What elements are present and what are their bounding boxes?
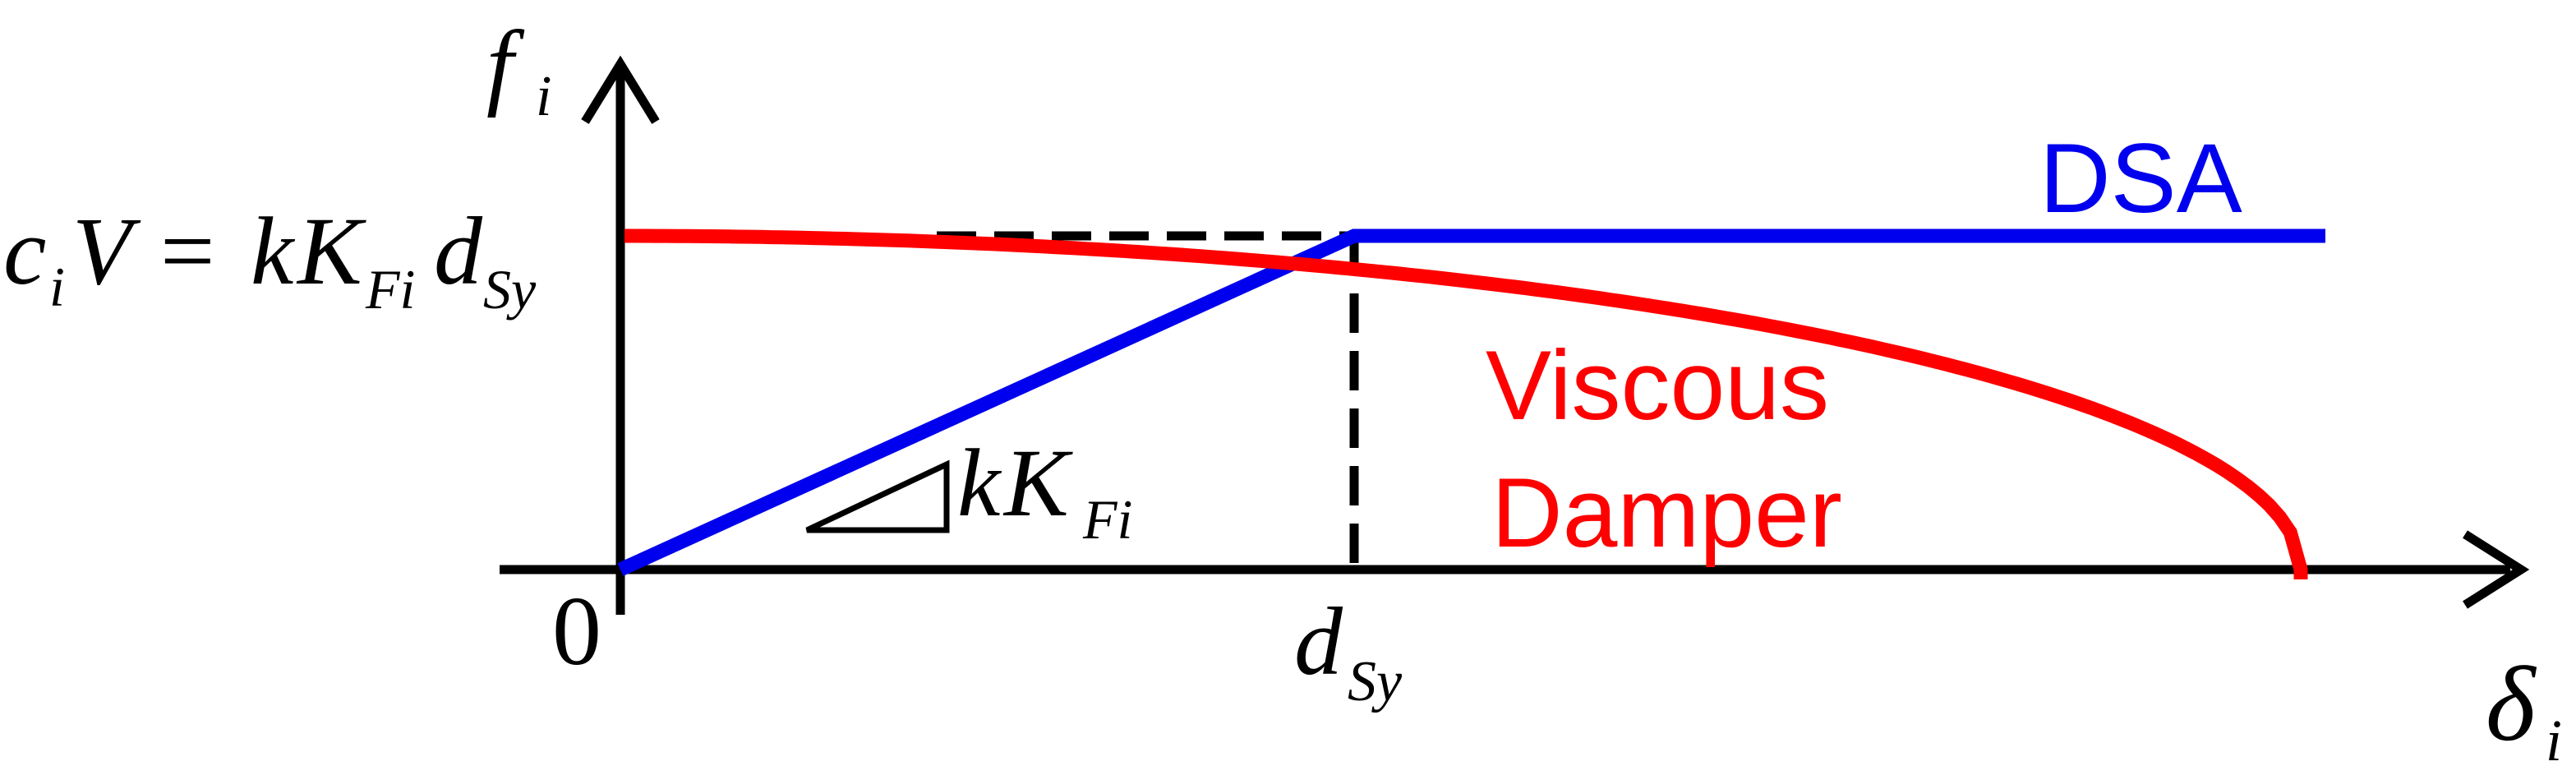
svg-text:Fi: Fi: [1082, 488, 1132, 551]
svg-text:k: k: [957, 429, 1002, 537]
dsa-label: DSA: [2039, 123, 2242, 233]
x-axis-arrowhead: [2463, 530, 2530, 609]
svg-text:k: k: [251, 197, 296, 305]
svg-text:d: d: [1294, 588, 1343, 695]
viscous-damper-curve: [624, 228, 2308, 579]
svg-text:=: =: [160, 197, 215, 305]
svg-text:V: V: [72, 197, 141, 305]
yield-force-label: c i V = k K Fi d Sy: [3, 197, 537, 321]
y-axis-label-subscript: i: [536, 65, 551, 128]
viscous-damper-label-line2: Damper: [1491, 458, 1842, 568]
viscous-damper-label-line1: Viscous: [1486, 330, 1829, 441]
x-axis-label: δ: [2486, 645, 2537, 764]
svg-text:K: K: [296, 197, 366, 305]
dsa-curve: [617, 228, 2325, 576]
y-axis-label: f: [486, 11, 525, 118]
svg-text:i: i: [49, 256, 65, 318]
svg-text:Sy: Sy: [483, 258, 537, 321]
svg-text:K: K: [1002, 429, 1073, 537]
svg-text:Fi: Fi: [365, 258, 415, 321]
y-axis-arrowhead: [581, 55, 660, 124]
svg-text:c: c: [3, 197, 46, 305]
svg-text:Sy: Sy: [1348, 650, 1403, 713]
origin-label: 0: [552, 576, 601, 685]
yield-displacement-label: d Sy: [1294, 588, 1403, 713]
slope-label: k K Fi: [957, 429, 1132, 551]
x-axis-label-subscript: i: [2546, 708, 2562, 766]
svg-text:d: d: [434, 197, 483, 305]
slope-triangle: [805, 459, 950, 533]
